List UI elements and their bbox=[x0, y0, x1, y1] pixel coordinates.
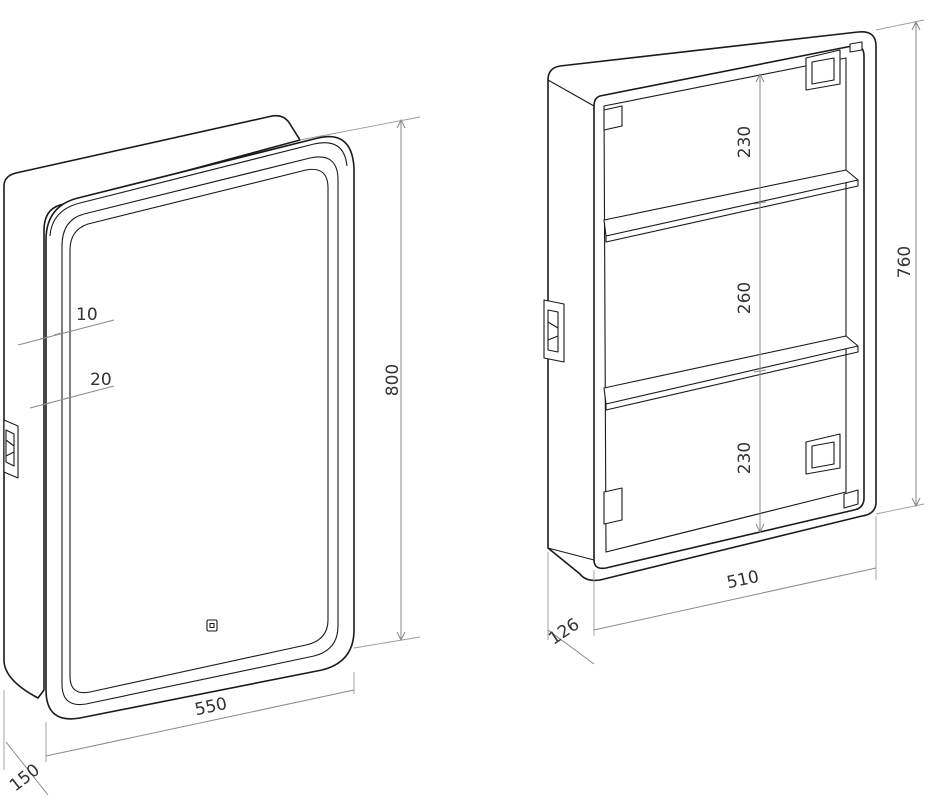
cabinet-outer-body bbox=[547, 30, 877, 582]
dim-shelf-bottom-230: 230 bbox=[735, 442, 755, 474]
corner-block-top bbox=[603, 105, 623, 131]
touch-sensor-icon bbox=[206, 619, 218, 632]
dim-height-800: 800 bbox=[383, 364, 403, 396]
dim-shelf-top-230: 230 bbox=[735, 126, 755, 158]
mirror-door-edge bbox=[49, 142, 348, 237]
touch-sensor-dot bbox=[209, 622, 215, 629]
closed-cabinet: 800 550 150 10 20 bbox=[3, 114, 421, 796]
dim-frame-10: 10 bbox=[76, 305, 98, 325]
open-cabinet: 230 260 230 760 510 126 bbox=[543, 19, 925, 665]
corner-block-bottom bbox=[603, 487, 623, 525]
dim-width-510: 510 bbox=[725, 567, 761, 593]
cabinet-front-frame bbox=[593, 44, 865, 570]
door-hinge-open bbox=[543, 299, 565, 363]
mirror-door-outer bbox=[45, 135, 355, 720]
dim-shelf-middle-260: 260 bbox=[735, 282, 755, 314]
dim-height-760: 760 bbox=[895, 246, 915, 278]
cabinet-back-panel bbox=[603, 57, 847, 553]
dim-width-550: 550 bbox=[193, 694, 229, 720]
led-light-strip bbox=[61, 156, 339, 706]
dim-depth-150: 150 bbox=[6, 760, 44, 796]
mirror-glass bbox=[69, 168, 329, 694]
dim-depth-126: 126 bbox=[545, 614, 583, 649]
cabinet-body bbox=[3, 114, 301, 699]
dim-strip-20: 20 bbox=[90, 370, 112, 390]
corner-foot bbox=[843, 489, 859, 509]
